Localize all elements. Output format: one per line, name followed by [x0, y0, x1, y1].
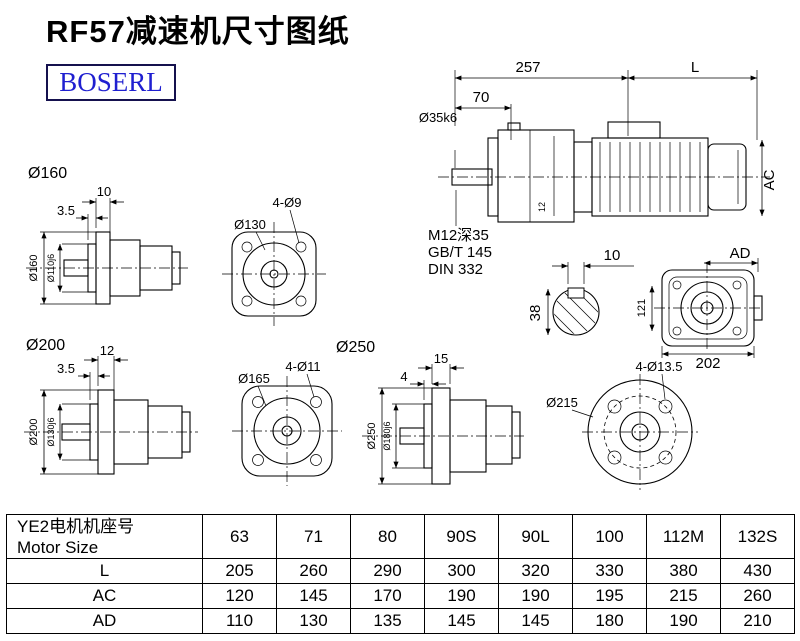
cell-ad-100: 180	[572, 608, 647, 634]
cell-ac-112m: 215	[646, 583, 721, 609]
flange-215-holes-label: 4-Ø13.5	[636, 359, 683, 374]
flange-250-spigot-thk-label: 4	[400, 369, 407, 384]
cell-l-100: 330	[572, 558, 647, 584]
dim-121-label: 121	[636, 299, 648, 317]
flange-250-front-view: Ø250 Ø165 4-Ø11	[232, 339, 375, 486]
cell-ac-100: 195	[572, 583, 647, 609]
cell-ad-112m: 190	[646, 608, 721, 634]
dim-70-label: 70	[473, 89, 490, 106]
row-label-l: L	[6, 558, 203, 584]
std-gb-label: GB/T 145	[428, 244, 492, 261]
flange-160-front-view: 4-Ø9 Ø130	[222, 195, 326, 326]
table-header-row: YE2电机机座号 Motor Size 63 71 80 90S 90L 100…	[6, 514, 795, 559]
dim-257-label: 257	[515, 59, 540, 76]
motor-rear-view: AD 121 202	[636, 245, 763, 372]
cell-l-80: 290	[350, 558, 425, 584]
flange-215-bolt-circle-label: Ø215	[546, 395, 578, 410]
shaft-diameter-label: Ø35k6	[419, 110, 457, 125]
cell-ac-80: 170	[350, 583, 425, 609]
col-header-112m: 112M	[646, 514, 721, 559]
cell-l-112m: 380	[646, 558, 721, 584]
cell-ad-71: 130	[276, 608, 351, 634]
flange-160-spigot-dia-label: Ø110j6	[46, 254, 56, 282]
cell-ad-90l: 145	[498, 608, 573, 634]
cell-l-90s: 300	[424, 558, 499, 584]
flange-160-thk-label: 10	[97, 184, 111, 199]
dim-ac-label: AC	[761, 169, 778, 190]
table-row-ad: AD 110 130 135 145 145 180 190 210	[6, 608, 795, 634]
cell-ad-80: 135	[350, 608, 425, 634]
flange-200-side-view: Ø200 12 3.5 Ø200 Ø130j6	[24, 337, 198, 475]
table-row-l: L 205 260 290 300 320 330 380 430	[6, 558, 795, 584]
thread-note-label: M12深35	[428, 227, 489, 244]
flange-160-label: Ø160	[28, 165, 67, 182]
flange-215-front-view: Ø215 4-Ø13.5	[546, 359, 698, 490]
page-title: RF57减速机尺寸图纸	[46, 14, 350, 49]
cell-ac-90l: 190	[498, 583, 573, 609]
cell-ac-71: 145	[276, 583, 351, 609]
cell-l-71: 260	[276, 558, 351, 584]
std-din-label: DIN 332	[428, 261, 483, 278]
motor-size-header-cn: YE2电机机座号	[17, 516, 135, 536]
flange-200-spigot-thk-label: 3.5	[57, 361, 75, 376]
cell-ac-63: 120	[202, 583, 277, 609]
cell-l-132s: 430	[720, 558, 795, 584]
cell-ad-90s: 145	[424, 608, 499, 634]
motor-size-table: YE2电机机座号 Motor Size 63 71 80 90S 90L 100…	[6, 514, 795, 634]
shaft-d-label: 38	[527, 305, 544, 322]
col-header-100: 100	[572, 514, 647, 559]
flange-250-outer-dia-label: Ø250	[366, 423, 378, 450]
flange-160-holes-label: 4-Ø9	[273, 195, 302, 210]
motor-size-header-en: Motor Size	[17, 537, 99, 557]
col-header-80: 80	[350, 514, 425, 559]
col-header-63: 63	[202, 514, 277, 559]
col-header-90l: 90L	[498, 514, 573, 559]
flange-200-spigot-dia-label: Ø130j6	[46, 417, 56, 446]
key-dim-label: 12	[537, 202, 547, 212]
flange-250-spigot-dia-label: Ø180j6	[382, 421, 392, 450]
flange-250-bolt-circle-label: Ø165	[238, 371, 270, 386]
row-label-ad: AD	[6, 608, 203, 634]
key-width-label: 10	[604, 247, 621, 264]
table-row-ac: AC 120 145 170 190 190 195 215 260	[6, 583, 795, 609]
flange-160-side-view: Ø160 10 3.5 Ø160 Ø110j6	[26, 165, 188, 305]
flange-160-outer-dia-label: Ø160	[28, 255, 40, 282]
dim-l-label: L	[691, 59, 699, 76]
flange-250-label: Ø250	[336, 339, 375, 356]
flange-250-thk-label: 15	[434, 351, 448, 366]
col-header-90s: 90S	[424, 514, 499, 559]
flange-250-holes-label: 4-Ø11	[285, 359, 320, 374]
dim-202-label: 202	[695, 355, 720, 372]
cell-ac-90s: 190	[424, 583, 499, 609]
flange-200-label: Ø200	[26, 337, 65, 354]
cell-ac-132s: 260	[720, 583, 795, 609]
brand-logo: BOSERL	[46, 64, 176, 101]
cell-ad-132s: 210	[720, 608, 795, 634]
main-assembly-side-view: 257 L 70 Ø35k6 AC 12 M12深35 GB/T 145 DIN…	[419, 59, 778, 278]
technical-drawing: 257 L 70 Ø35k6 AC 12 M12深35 GB/T 145 DIN…	[24, 59, 778, 490]
flange-200-thk-label: 12	[100, 343, 114, 358]
motor-size-header-cell: YE2电机机座号 Motor Size	[6, 514, 203, 559]
cell-l-63: 205	[202, 558, 277, 584]
flange-200-outer-dia-label: Ø200	[28, 419, 40, 446]
row-label-ac: AC	[6, 583, 203, 609]
flange-250-side-view: 15 4 Ø250 Ø180j6	[362, 351, 524, 485]
flange-160-bolt-circle-label: Ø130	[234, 217, 266, 232]
flange-160-spigot-thk-label: 3.5	[57, 203, 75, 218]
col-header-132s: 132S	[720, 514, 795, 559]
shaft-key-section-view: 10 38	[527, 247, 634, 336]
dim-ad-label: AD	[730, 245, 751, 262]
brand-logo-text: BOSERL	[59, 67, 163, 97]
cell-ad-63: 110	[202, 608, 277, 634]
col-header-71: 71	[276, 514, 351, 559]
cell-l-90l: 320	[498, 558, 573, 584]
